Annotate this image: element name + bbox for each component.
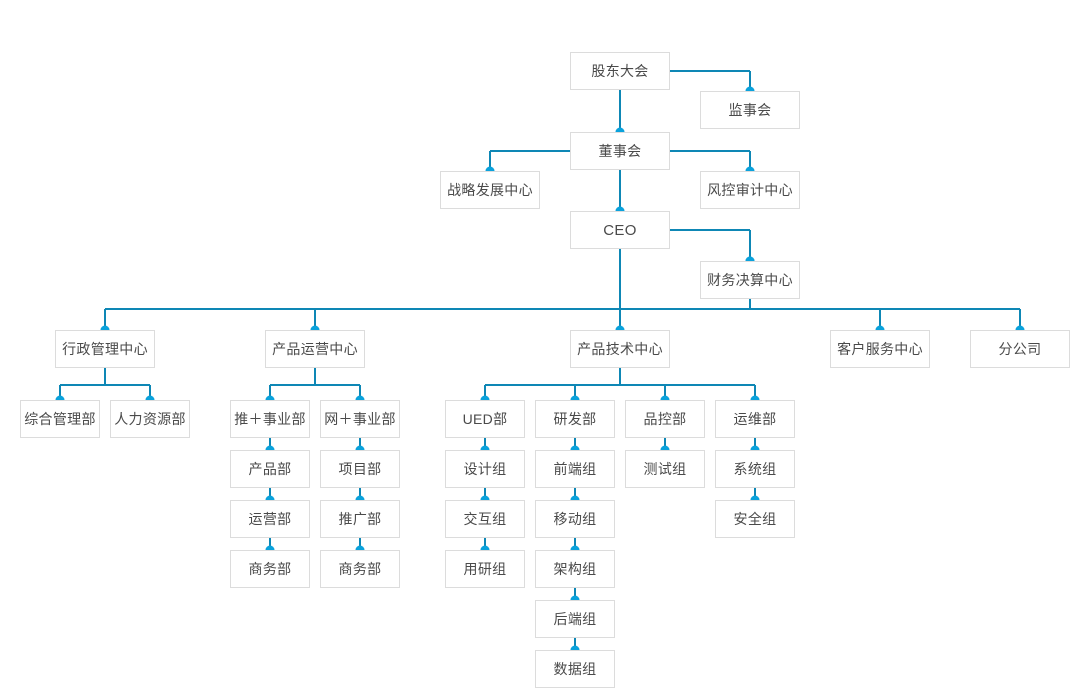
org-node-test_team[interactable]: 测试组 [625, 450, 705, 488]
org-node-label: 商务部 [338, 561, 382, 577]
org-node-mobile_team[interactable]: 移动组 [535, 500, 615, 538]
org-node-biz_dept_a[interactable]: 商务部 [230, 550, 310, 588]
org-node-label: 分公司 [998, 341, 1042, 357]
org-node-product_dept[interactable]: 产品部 [230, 450, 310, 488]
org-node-label: 综合管理部 [24, 411, 96, 427]
org-node-label: 推广部 [338, 511, 382, 527]
org-node-label: 战略发展中心 [447, 182, 533, 198]
org-node-general_admin[interactable]: 综合管理部 [20, 400, 100, 438]
org-node-board[interactable]: 董事会 [570, 132, 670, 170]
org-node-label: 产品运营中心 [272, 341, 358, 357]
org-node-wang_bu[interactable]: 网＋事业部 [320, 400, 400, 438]
org-node-label: 研发部 [553, 411, 597, 427]
org-node-strategy[interactable]: 战略发展中心 [440, 171, 540, 209]
org-node-interaction_team[interactable]: 交互组 [445, 500, 525, 538]
org-node-architecture_team[interactable]: 架构组 [535, 550, 615, 588]
org-node-product_tech_center[interactable]: 产品技术中心 [570, 330, 670, 368]
org-node-label: 安全组 [733, 511, 777, 527]
org-node-shareholders[interactable]: 股东大会 [570, 52, 670, 90]
org-node-label: 前端组 [553, 461, 597, 477]
org-node-supervisors[interactable]: 监事会 [700, 91, 800, 129]
org-node-userresearch_team[interactable]: 用研组 [445, 550, 525, 588]
org-node-label: 移动组 [553, 511, 597, 527]
org-node-ued[interactable]: UED部 [445, 400, 525, 438]
org-node-promo_dept[interactable]: 推广部 [320, 500, 400, 538]
org-node-label: 测试组 [643, 461, 687, 477]
org-node-branch[interactable]: 分公司 [970, 330, 1070, 368]
org-node-frontend_team[interactable]: 前端组 [535, 450, 615, 488]
org-node-rd[interactable]: 研发部 [535, 400, 615, 438]
org-node-riskaudit[interactable]: 风控审计中心 [700, 171, 800, 209]
org-node-label: 数据组 [553, 661, 597, 677]
org-node-label: 客户服务中心 [837, 341, 923, 357]
org-node-label: 人力资源部 [114, 411, 186, 427]
org-node-label: 用研组 [463, 561, 507, 577]
org-node-admin_center[interactable]: 行政管理中心 [55, 330, 155, 368]
org-node-label: 设计组 [463, 461, 507, 477]
org-node-devops[interactable]: 运维部 [715, 400, 795, 438]
org-node-label: 运营部 [248, 511, 292, 527]
org-node-qc[interactable]: 品控部 [625, 400, 705, 438]
org-node-hr[interactable]: 人力资源部 [110, 400, 190, 438]
org-node-label: 推＋事业部 [234, 411, 306, 427]
org-node-label: 行政管理中心 [62, 341, 148, 357]
org-node-biz_dept_b[interactable]: 商务部 [320, 550, 400, 588]
org-node-security_team[interactable]: 安全组 [715, 500, 795, 538]
org-node-backend_team[interactable]: 后端组 [535, 600, 615, 638]
org-node-label: 后端组 [553, 611, 597, 627]
org-node-label: 运维部 [733, 411, 777, 427]
org-node-label: 董事会 [598, 143, 642, 159]
org-node-label: 监事会 [728, 102, 772, 118]
org-node-tui_bu[interactable]: 推＋事业部 [230, 400, 310, 438]
org-node-label: 风控审计中心 [707, 182, 793, 198]
org-node-label: CEO [603, 221, 637, 239]
org-node-label: 交互组 [463, 511, 507, 527]
org-node-data_team[interactable]: 数据组 [535, 650, 615, 688]
org-node-ops_dept[interactable]: 运营部 [230, 500, 310, 538]
org-node-label: 网＋事业部 [324, 411, 396, 427]
org-node-system_team[interactable]: 系统组 [715, 450, 795, 488]
org-node-project_dept[interactable]: 项目部 [320, 450, 400, 488]
org-node-label: 股东大会 [591, 63, 649, 79]
org-node-label: 架构组 [553, 561, 597, 577]
org-node-label: UED部 [462, 411, 508, 427]
org-node-label: 产品技术中心 [577, 341, 663, 357]
org-node-label: 产品部 [248, 461, 292, 477]
org-node-customer_service_center[interactable]: 客户服务中心 [830, 330, 930, 368]
org-node-design_team[interactable]: 设计组 [445, 450, 525, 488]
org-node-label: 项目部 [338, 461, 382, 477]
org-node-label: 财务决算中心 [707, 272, 793, 288]
org-node-label: 品控部 [643, 411, 687, 427]
org-node-finance[interactable]: 财务决算中心 [700, 261, 800, 299]
org-node-product_ops_center[interactable]: 产品运营中心 [265, 330, 365, 368]
org-node-label: 系统组 [733, 461, 777, 477]
org-node-ceo[interactable]: CEO [570, 211, 670, 249]
org-node-label: 商务部 [248, 561, 292, 577]
